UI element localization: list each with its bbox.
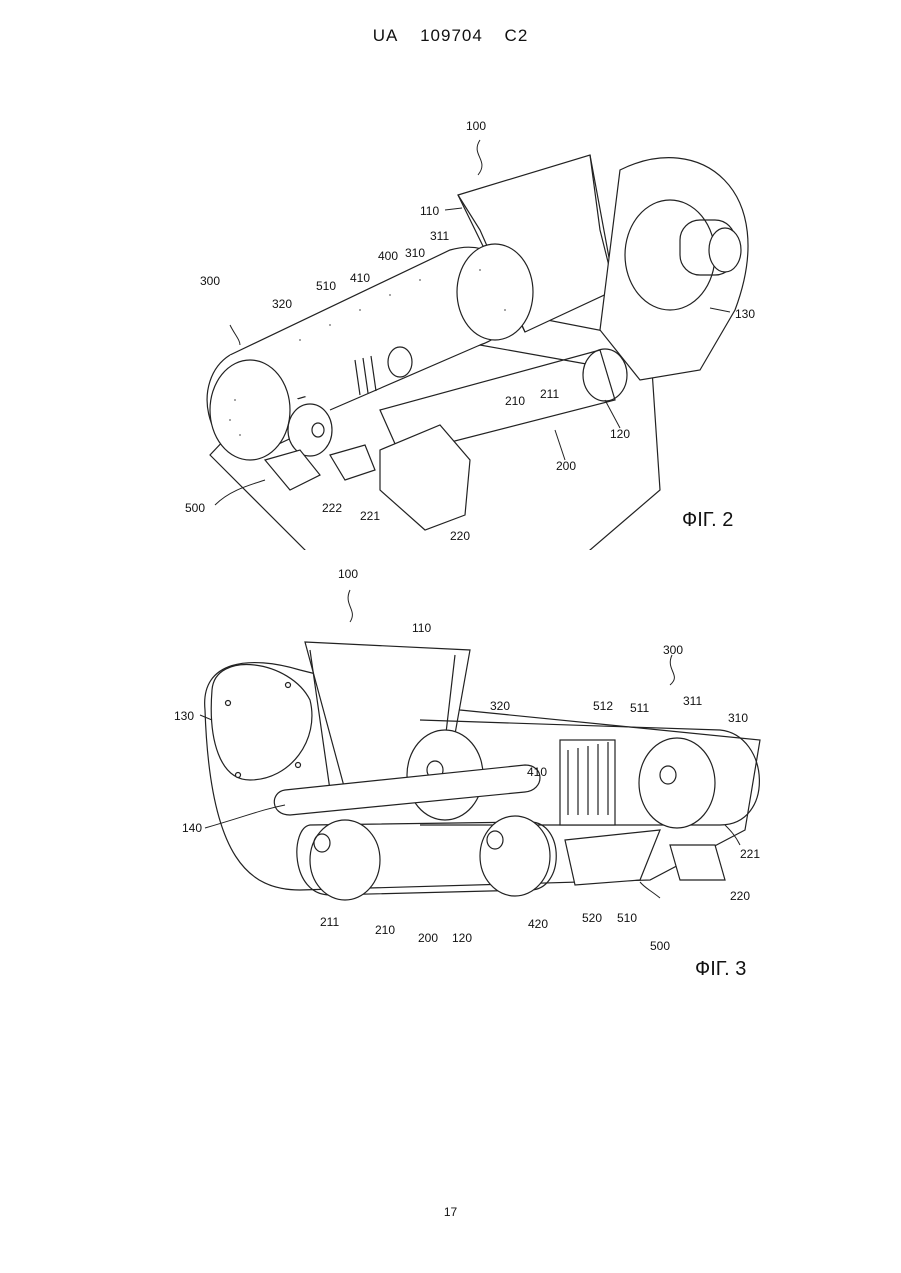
label-511: 511 <box>630 701 649 715</box>
label-300: 300 <box>663 643 683 657</box>
label-210: 210 <box>375 923 395 937</box>
roller-211 <box>310 820 380 900</box>
label-311: 311 <box>683 694 702 708</box>
patent-header: UA 109704 C2 <box>0 26 901 46</box>
roller-311 <box>639 738 715 828</box>
label-510: 510 <box>316 279 336 293</box>
figure-3-caption: ФІГ. 3 <box>695 958 746 980</box>
header-kind: C2 <box>505 26 529 45</box>
roller-311 <box>457 244 533 340</box>
label-221: 221 <box>360 509 380 523</box>
label-200: 200 <box>556 459 576 473</box>
label-310: 310 <box>405 246 425 260</box>
label-130: 130 <box>735 307 755 321</box>
label-400: 400 <box>378 249 398 263</box>
label-220: 220 <box>450 529 470 543</box>
roller-left <box>210 360 290 460</box>
label-310: 310 <box>728 711 748 725</box>
label-120: 120 <box>610 427 630 441</box>
label-410: 410 <box>350 271 370 285</box>
chute-520 <box>565 830 660 885</box>
label-211: 211 <box>320 915 339 929</box>
label-120: 120 <box>452 931 472 945</box>
label-311: 311 <box>430 229 449 243</box>
figure-2: 100 110 130 310 311 400 410 510 300 320 … <box>0 110 901 555</box>
label-320: 320 <box>272 297 292 311</box>
label-300: 300 <box>200 274 220 288</box>
label-500: 500 <box>650 939 670 953</box>
figure-2-drawing: 100 110 130 310 311 400 410 510 300 320 … <box>0 110 901 550</box>
label-100: 100 <box>338 567 358 581</box>
label-222: 222 <box>322 501 342 515</box>
label-410: 410 <box>527 765 547 779</box>
box-220 <box>670 845 725 880</box>
label-510: 510 <box>617 911 637 925</box>
label-211: 211 <box>540 387 559 401</box>
header-number: 109704 <box>420 26 483 45</box>
label-140: 140 <box>182 821 202 835</box>
header-country: UA <box>373 26 399 45</box>
label-500: 500 <box>185 501 205 515</box>
label-210: 210 <box>505 394 525 408</box>
label-221: 221 <box>740 847 760 861</box>
page-number: 17 <box>0 1205 901 1219</box>
label-420: 420 <box>528 917 548 931</box>
figure-3: 100 110 300 130 320 512 511 311 310 410 … <box>0 560 901 1005</box>
label-110: 110 <box>412 621 431 635</box>
figure-3-drawing: 100 110 300 130 320 512 511 311 310 410 … <box>0 560 901 1000</box>
label-100: 100 <box>466 119 486 133</box>
label-520: 520 <box>582 911 602 925</box>
label-110: 110 <box>420 204 439 218</box>
label-200: 200 <box>418 931 438 945</box>
label-220: 220 <box>730 889 750 903</box>
label-130: 130 <box>174 709 194 723</box>
figure-2-caption: ФІГ. 2 <box>682 509 733 531</box>
label-320: 320 <box>490 699 510 713</box>
label-512: 512 <box>593 699 613 713</box>
